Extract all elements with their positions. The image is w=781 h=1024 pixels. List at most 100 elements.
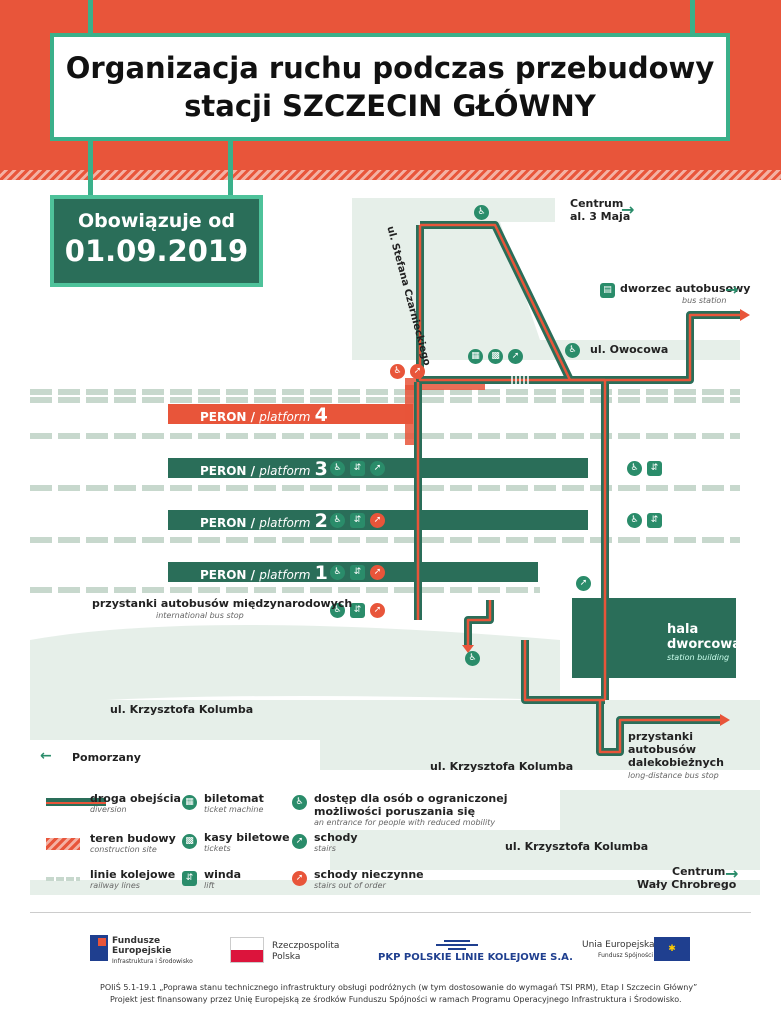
pkp-logo-icon xyxy=(434,936,480,950)
platform-1-label: PERON / platform 1 xyxy=(200,562,328,584)
hall-label-2: dworcowa xyxy=(667,637,742,652)
platform-2-label: PERON / platform 2 xyxy=(200,510,328,532)
stairs-marks xyxy=(511,376,529,386)
accessible-icon: ♿ xyxy=(330,565,345,580)
accessible-icon: ♿ xyxy=(330,513,345,528)
hall-label-en: station building xyxy=(667,653,730,662)
hanger xyxy=(88,0,93,33)
arrow-heads xyxy=(462,309,750,726)
platform-3-label: PERON / platform 3 xyxy=(200,458,328,480)
stairs-out-icon: ➚ xyxy=(370,603,385,618)
hanger xyxy=(88,141,93,195)
eu-flag-icon: ✱ xyxy=(654,937,690,961)
stairs-out-icon: ➚ xyxy=(370,565,385,580)
intl-bus-label: przystanki autobusów międzynarodowych xyxy=(92,597,353,610)
pl-flag-icon xyxy=(230,937,264,963)
lift-icon: ⇵ xyxy=(647,461,662,476)
rp-line2: Polska xyxy=(272,952,301,962)
street-kolumba-2: ul. Krzysztofa Kolumba xyxy=(430,760,574,773)
legend-construction-swatch xyxy=(46,838,80,850)
intl-bus-label-en: international bus stop xyxy=(156,611,244,620)
street-kolumba-1: ul. Krzysztofa Kolumba xyxy=(110,703,254,716)
bus-station-label: dworzec autobusowy xyxy=(620,282,751,295)
platform-4-shape xyxy=(168,404,413,424)
hall-label-1: hala xyxy=(667,622,699,637)
legend-diversion-swatch xyxy=(46,798,106,806)
legend-railway-swatch xyxy=(46,877,80,881)
accessible-icon: ♿ xyxy=(474,205,489,220)
centrum-walow-l1: Centrum xyxy=(672,865,726,878)
footer-note-1: POIiŚ 5.1-19.1 „Poprawa stanu techniczne… xyxy=(100,983,698,992)
lift-icon: ⇵ xyxy=(350,513,365,528)
title-line-2: stacji SZCZECIN GŁÓWNY xyxy=(184,89,596,123)
station-map xyxy=(30,198,760,895)
fe-line1: Fundusze xyxy=(112,936,161,946)
valid-from-label: Obowiązuje od xyxy=(78,210,235,232)
stairs-out-icon: ➚ xyxy=(410,364,425,379)
header-stripe xyxy=(0,170,781,180)
accessible-icon: ♿ xyxy=(465,651,480,666)
lift-icon: ⇵ xyxy=(182,871,197,886)
arrow-right-icon: → xyxy=(725,864,739,883)
pkp-label: PKP POLSKIE LINIE KOLEJOWE S.A. xyxy=(378,952,573,963)
valid-from-date: 01.09.2019 xyxy=(64,234,249,268)
centrum-3maja-l1: Centrum xyxy=(570,197,624,210)
lift-icon: ⇵ xyxy=(350,461,365,476)
bus-station-label-en: bus station xyxy=(682,296,727,305)
accessible-icon: ♿ xyxy=(627,461,642,476)
ue-line1: Unia Europejska xyxy=(582,940,655,950)
lift-icon: ⇵ xyxy=(647,513,662,528)
arrow-right-icon: → xyxy=(621,200,635,219)
stairs-icon: ➚ xyxy=(508,349,523,364)
centrum-3maja-l2: al. 3 Maja xyxy=(570,210,631,223)
title-line-1: Organizacja ruchu podczas przebudowy xyxy=(65,51,715,85)
ld-bus-label-en: long-distance bus stop xyxy=(628,771,719,780)
pomorzany-label: Pomorzany xyxy=(72,751,141,764)
accessible-icon: ♿ xyxy=(330,603,345,618)
street-owocowa: ul. Owocowa xyxy=(590,343,669,356)
valid-from-box: Obowiązuje od 01.09.2019 xyxy=(50,195,263,287)
fe-line3: Infrastruktura i Środowisko xyxy=(112,958,193,965)
station-building xyxy=(572,598,736,678)
ticket-machine-icon: ▦ xyxy=(182,795,197,810)
platform-4-label: PERON / platform 4 xyxy=(200,404,328,426)
ue-line2: Fundusz Spójności xyxy=(598,952,654,959)
stairs-out-icon: ➚ xyxy=(292,871,307,886)
ticket-machine-icon: ▦ xyxy=(468,349,483,364)
fe-logo-icon xyxy=(90,935,108,961)
accessible-icon: ♿ xyxy=(390,364,405,379)
ticket-office-icon: ▩ xyxy=(488,349,503,364)
railway-lines xyxy=(30,389,740,593)
footer-divider xyxy=(30,912,751,913)
stairs-icon: ➚ xyxy=(576,576,591,591)
centrum-walow-l2: Wały Chrobrego xyxy=(637,878,737,891)
stairs-out-icon: ➚ xyxy=(370,513,385,528)
arrow-right-icon: → xyxy=(725,280,739,299)
fe-line2: Europejskie xyxy=(112,946,172,956)
rp-line1: Rzeczpospolita xyxy=(272,941,340,951)
street-kolumba-3: ul. Krzysztofa Kolumba xyxy=(505,840,649,853)
bus-icon: ▤ xyxy=(600,283,615,298)
accessible-icon: ♿ xyxy=(330,461,345,476)
lift-icon: ⇵ xyxy=(350,565,365,580)
hanger xyxy=(690,0,695,33)
arrow-left-icon: ← xyxy=(40,748,52,764)
ld-bus-label-3: dalekobieżnych xyxy=(628,756,724,769)
accessible-icon: ♿ xyxy=(292,795,307,810)
ld-bus-label-1: przystanki xyxy=(628,730,694,743)
accessible-icon: ♿ xyxy=(565,343,580,358)
footer-note-2: Projekt jest finansowany przez Unię Euro… xyxy=(110,995,682,1004)
accessible-icon: ♿ xyxy=(627,513,642,528)
ld-bus-label-2: autobusów xyxy=(628,743,697,756)
title-box: Organizacja ruchu podczas przebudowy sta… xyxy=(50,33,730,141)
lift-icon: ⇵ xyxy=(350,603,365,618)
